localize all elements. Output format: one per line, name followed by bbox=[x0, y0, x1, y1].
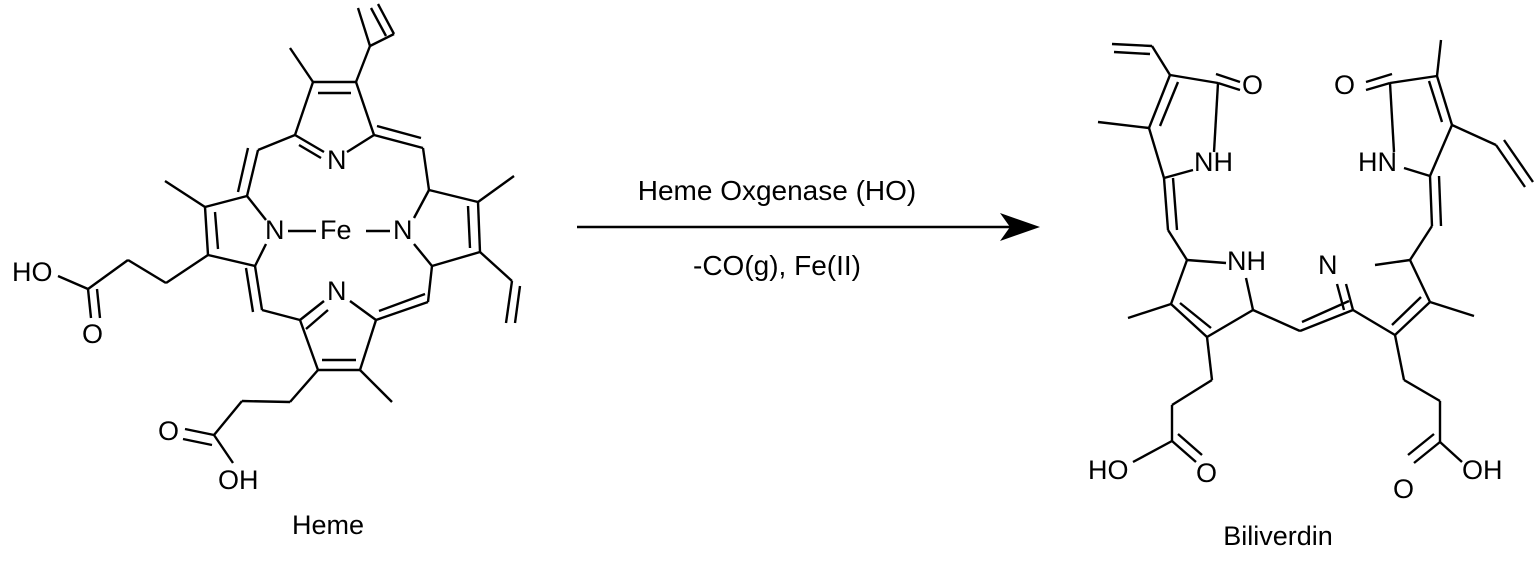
biliverdin-acid1-o: O bbox=[1196, 458, 1217, 488]
biliverdin-ring-d-o: O bbox=[1334, 70, 1355, 100]
heme-n-top: N bbox=[327, 145, 347, 175]
heme-fe: Fe bbox=[320, 215, 352, 245]
biliverdin-structure: O NH O HN NH N HO O O OH bbox=[1088, 39, 1534, 504]
biliverdin-ring-c-n: N bbox=[1318, 250, 1338, 280]
heme-acid1-o: O bbox=[82, 319, 103, 349]
biliverdin-ring-a-nh: NH bbox=[1194, 147, 1233, 177]
heme-n-right: N bbox=[393, 215, 413, 245]
heme-acid2-o: O bbox=[158, 416, 179, 446]
biliverdin-acid2-o: O bbox=[1393, 474, 1414, 504]
conditions-label: -CO(g), Fe(II) bbox=[693, 250, 861, 281]
heme-acid1-oh: HO bbox=[12, 257, 53, 287]
heme-acid2-oh: OH bbox=[218, 465, 259, 495]
enzyme-label: Heme Oxgenase (HO) bbox=[638, 175, 917, 206]
biliverdin-acid2-oh: OH bbox=[1462, 455, 1503, 485]
reaction-arrow bbox=[577, 213, 1040, 241]
biliverdin-ring-a-o: O bbox=[1242, 70, 1263, 100]
heme-structure: N N Fe N N HO O O OH bbox=[12, 3, 522, 495]
heme-label: Heme bbox=[292, 510, 364, 540]
biliverdin-ring-b-nh: NH bbox=[1227, 246, 1266, 276]
heme-n-left: N bbox=[265, 215, 285, 245]
biliverdin-acid1-oh: HO bbox=[1088, 455, 1129, 485]
heme-n-bottom: N bbox=[327, 276, 347, 306]
biliverdin-ring-d-nh: HN bbox=[1358, 147, 1397, 177]
biliverdin-label: Biliverdin bbox=[1223, 521, 1333, 551]
